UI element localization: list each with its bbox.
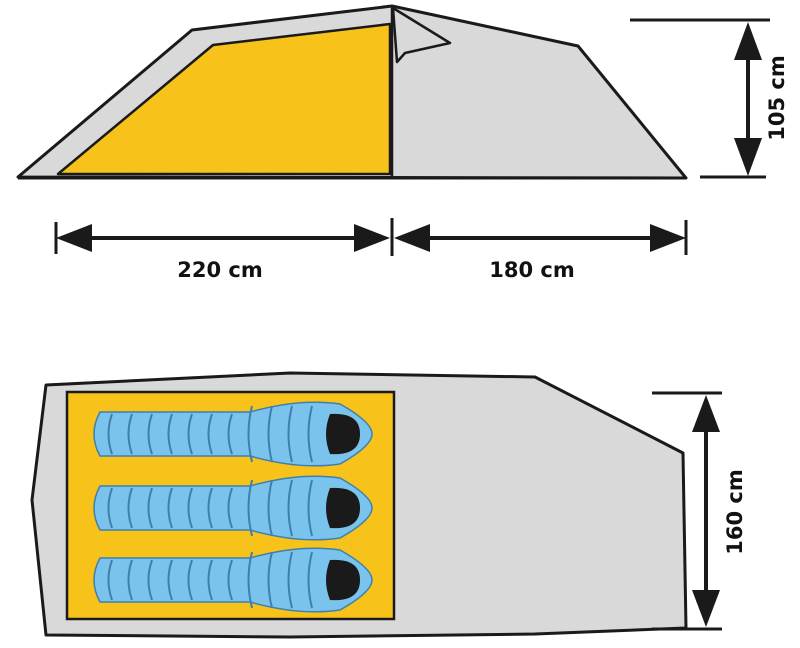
sleeping-bag-quilt-line: [127, 413, 133, 455]
sleeping-bag-quilt-line: [167, 559, 173, 601]
sleeping-bag: [93, 547, 373, 613]
arrowhead-down: [692, 590, 720, 627]
sleeping-bag-quilt-line: [227, 487, 233, 529]
dimension-label-105: 105 cm: [765, 55, 789, 140]
sleeping-bag-quilt-line: [287, 551, 293, 609]
top-view: [30, 371, 688, 639]
dimension-label-220: 220 cm: [177, 258, 262, 282]
sleeping-bag-hood: [326, 413, 360, 455]
sleeping-bag-quilt-line: [207, 413, 213, 455]
dimension-label-180: 180 cm: [489, 258, 574, 282]
sleeping-bag-quilt-line: [127, 487, 133, 529]
sleeping-bag-quilt-line: [147, 559, 153, 601]
sleeping-bag-quilt-line: [187, 559, 193, 601]
dimension-length-vestibule: 180 cm: [394, 220, 688, 282]
sleeping-bag-quilt-line: [187, 487, 193, 529]
sleeping-bag-quilt-line: [147, 487, 153, 529]
sleeping-bag-hood: [326, 487, 360, 529]
arrowhead-right: [354, 224, 390, 252]
sleeping-bag-quilt-line: [267, 479, 273, 537]
sleeping-bag-quilt-line: [167, 413, 173, 455]
dimension-label-160: 160 cm: [723, 469, 747, 554]
sleeping-bag-quilt-line: [247, 479, 253, 537]
sleeping-bag-quilt-line: [107, 559, 113, 601]
sleeping-bag-quilt-line: [107, 413, 113, 455]
door-flap: [391, 6, 452, 64]
sleeping-bag-quilt-line: [247, 551, 253, 609]
sleeping-bag-quilt-line: [187, 413, 193, 455]
sleeping-bag-quilt-line: [107, 487, 113, 529]
sleeping-bags: [93, 401, 373, 613]
sleeping-bag-quilt-line: [207, 559, 213, 601]
sleeping-bag-body: [93, 475, 373, 541]
sleeping-bag: [93, 401, 373, 467]
sleeping-bag-quilt-line: [227, 413, 233, 455]
dimension-height: 105 cm: [630, 18, 789, 179]
sleeping-bag-quilt-line: [287, 405, 293, 463]
inner-tent-side: [56, 22, 392, 176]
sleeping-bag-body: [93, 547, 373, 613]
sleeping-bag-quilt-line: [307, 551, 313, 609]
sleeping-bag-quilt-line: [307, 405, 313, 463]
sleeping-bag-quilt-line: [247, 405, 253, 463]
arrowhead-down: [734, 138, 762, 176]
sleeping-bag-quilt-line: [267, 551, 273, 609]
arrowhead-right: [650, 224, 686, 252]
arrowhead-up: [692, 395, 720, 432]
sleeping-bag-quilt-line: [307, 479, 313, 537]
sleeping-bag-quilt-line: [207, 487, 213, 529]
side-view: [16, 4, 688, 180]
sleeping-bag-quilt-line: [167, 487, 173, 529]
dimension-length-inner: 220 cm: [54, 218, 394, 282]
arrowhead-left: [394, 224, 430, 252]
sleeping-bag-quilt-line: [227, 559, 233, 601]
sleeping-bag-quilt-line: [287, 479, 293, 537]
sleeping-bag-quilt-line: [127, 559, 133, 601]
sleeping-bag-quilt-line: [267, 405, 273, 463]
sleeping-bag-hood: [326, 559, 360, 601]
dimension-width: 160 cm: [652, 391, 747, 631]
arrowhead-left: [56, 224, 92, 252]
arrowhead-up: [734, 22, 762, 60]
sleeping-bag-body: [93, 401, 373, 467]
sleeping-bag: [93, 475, 373, 541]
sleeping-bag-quilt-line: [147, 413, 153, 455]
